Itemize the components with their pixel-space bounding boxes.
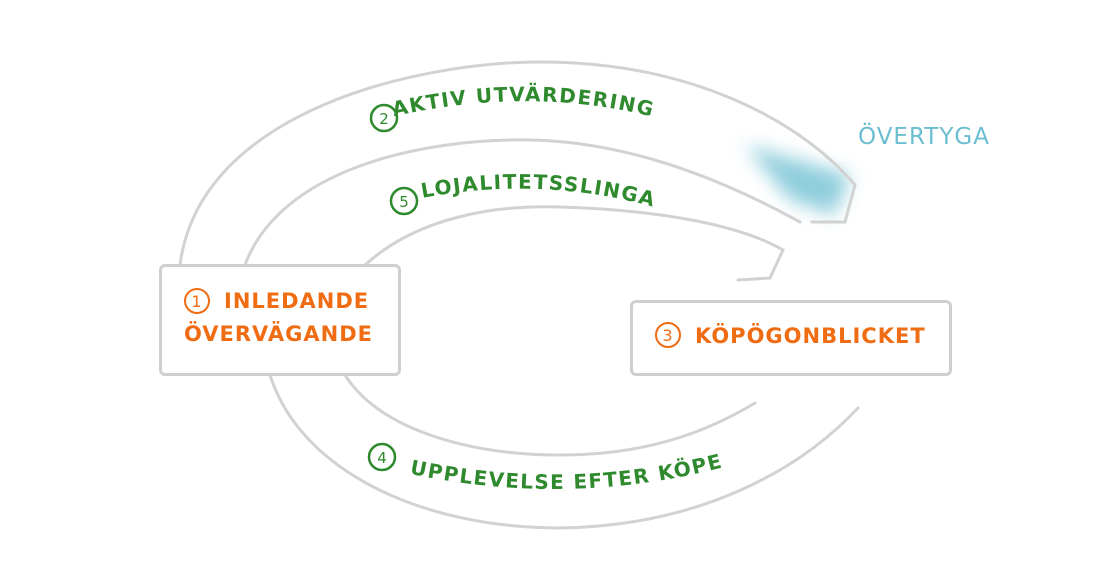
stage-3-number: 3 (655, 322, 681, 348)
stage-4-text: UPPLEVELSE EFTER KÖPET (0, 0, 724, 494)
stage-1-box (159, 264, 401, 376)
stage-3-box (630, 300, 952, 376)
stage-4-number: 4 (377, 449, 387, 467)
stage-1-line-1: INLEDANDE (224, 289, 370, 313)
svg-text:UPPLEVELSE EFTER KÖPET: UPPLEVELSE EFTER KÖPET (0, 0, 724, 494)
outer-loop-bottom (268, 373, 860, 530)
stage-2-label: 2 AKTIV UTVÄRDERING (369, 82, 657, 133)
inner-loop-bottom (343, 373, 757, 457)
stage-1-label: 1 INLEDANDE (184, 285, 369, 318)
stage-5-number: 5 (399, 193, 409, 211)
stage-1-line-2: ÖVERVÄGANDE (184, 322, 373, 346)
inner-loop-top (363, 205, 785, 282)
stage-3-label: 3 KÖPÖGONBLICKET (655, 322, 926, 350)
stage-1-number: 1 (184, 288, 210, 314)
stage-2-number: 2 (379, 110, 389, 128)
outer-loop-top (178, 60, 857, 267)
stage-1-label-line-2: ÖVERVÄGANDE (184, 318, 373, 351)
persuade-glow (745, 145, 850, 215)
stage-3-text: KÖPÖGONBLICKET (695, 324, 926, 348)
stage-4-label: 4 UPPLEVELSE EFTER KÖPET (0, 0, 724, 494)
stage-2-text: AKTIV UTVÄRDERING (390, 82, 656, 121)
middle-loop-top (243, 138, 802, 267)
persuade-annotation: ÖVERTYGA (858, 124, 990, 150)
svg-text:AKTIV UTVÄRDERING: AKTIV UTVÄRDERING (390, 82, 657, 121)
